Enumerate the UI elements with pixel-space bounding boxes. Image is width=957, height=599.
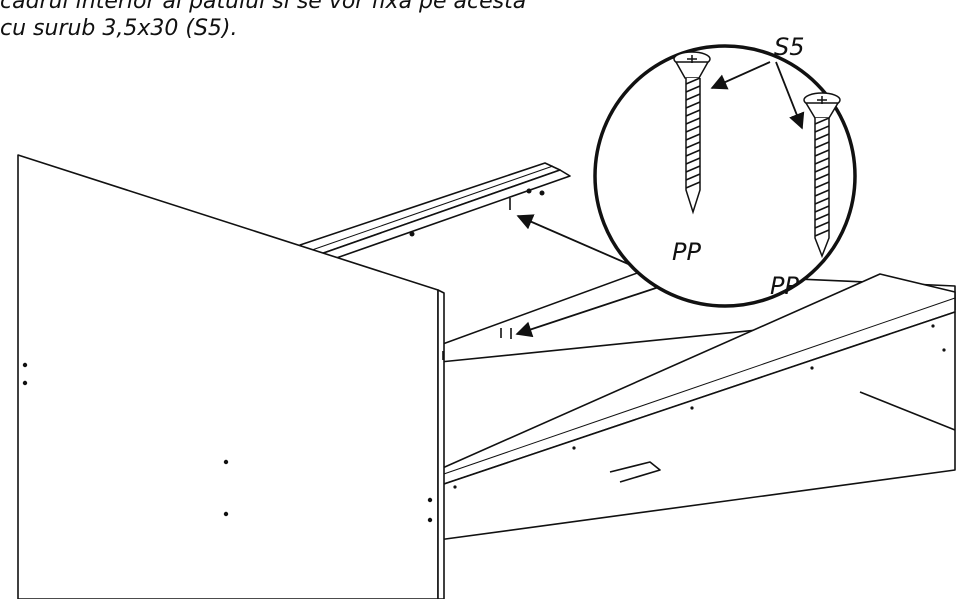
headboard-panel [17,154,445,599]
screw-code-label: S5 [774,33,805,61]
arrow-to-inner-board [515,283,669,338]
instruction-line-1: cadrul interior al patului si se vor fix… [0,0,527,14]
back-rail [299,162,571,263]
s5-arrow-2 [775,61,805,130]
pilot-hole-label-1: PP [672,238,701,266]
screw-detail-circle: S5 PP PP [593,33,857,308]
instruction-text: cadrul interior al patului si se vor fix… [0,0,526,42]
pilot-pins [442,198,512,360]
instruction-line-2: cu surub 3,5x30 (S5). [0,16,238,41]
screw-holes [22,188,946,523]
pointer-arrows [515,214,669,338]
arrow-to-back-rail [516,214,643,271]
pilot-hole-label-2: PP [770,272,799,300]
screw-icon [803,92,841,259]
screw-icon [673,51,711,215]
s5-arrow-1 [710,61,771,90]
